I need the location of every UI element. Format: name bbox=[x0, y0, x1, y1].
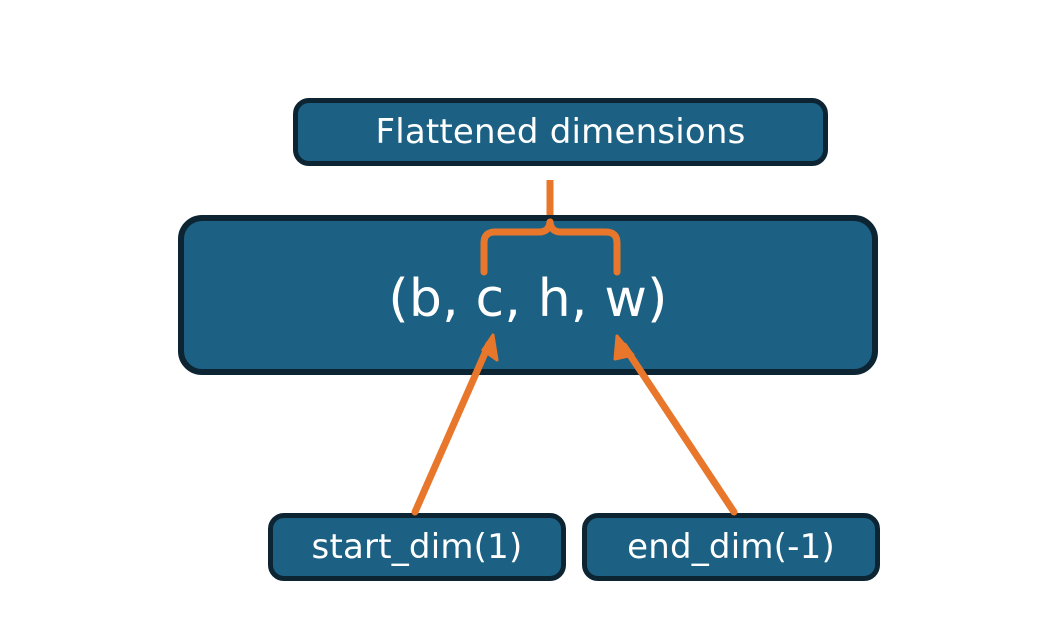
end-dim-box[interactable]: end_dim(-1) bbox=[582, 513, 880, 581]
flattened-dimensions-label: Flattened dimensions bbox=[375, 112, 746, 152]
start-dim-label: start_dim(1) bbox=[311, 527, 523, 567]
tensor-shape-box[interactable]: (b, c, h, w) bbox=[178, 215, 878, 375]
flattened-dimensions-box[interactable]: Flattened dimensions bbox=[293, 98, 828, 166]
end-dim-label: end_dim(-1) bbox=[627, 527, 835, 567]
tensor-shape-label: (b, c, h, w) bbox=[388, 269, 668, 329]
start-dim-box[interactable]: start_dim(1) bbox=[268, 513, 566, 581]
